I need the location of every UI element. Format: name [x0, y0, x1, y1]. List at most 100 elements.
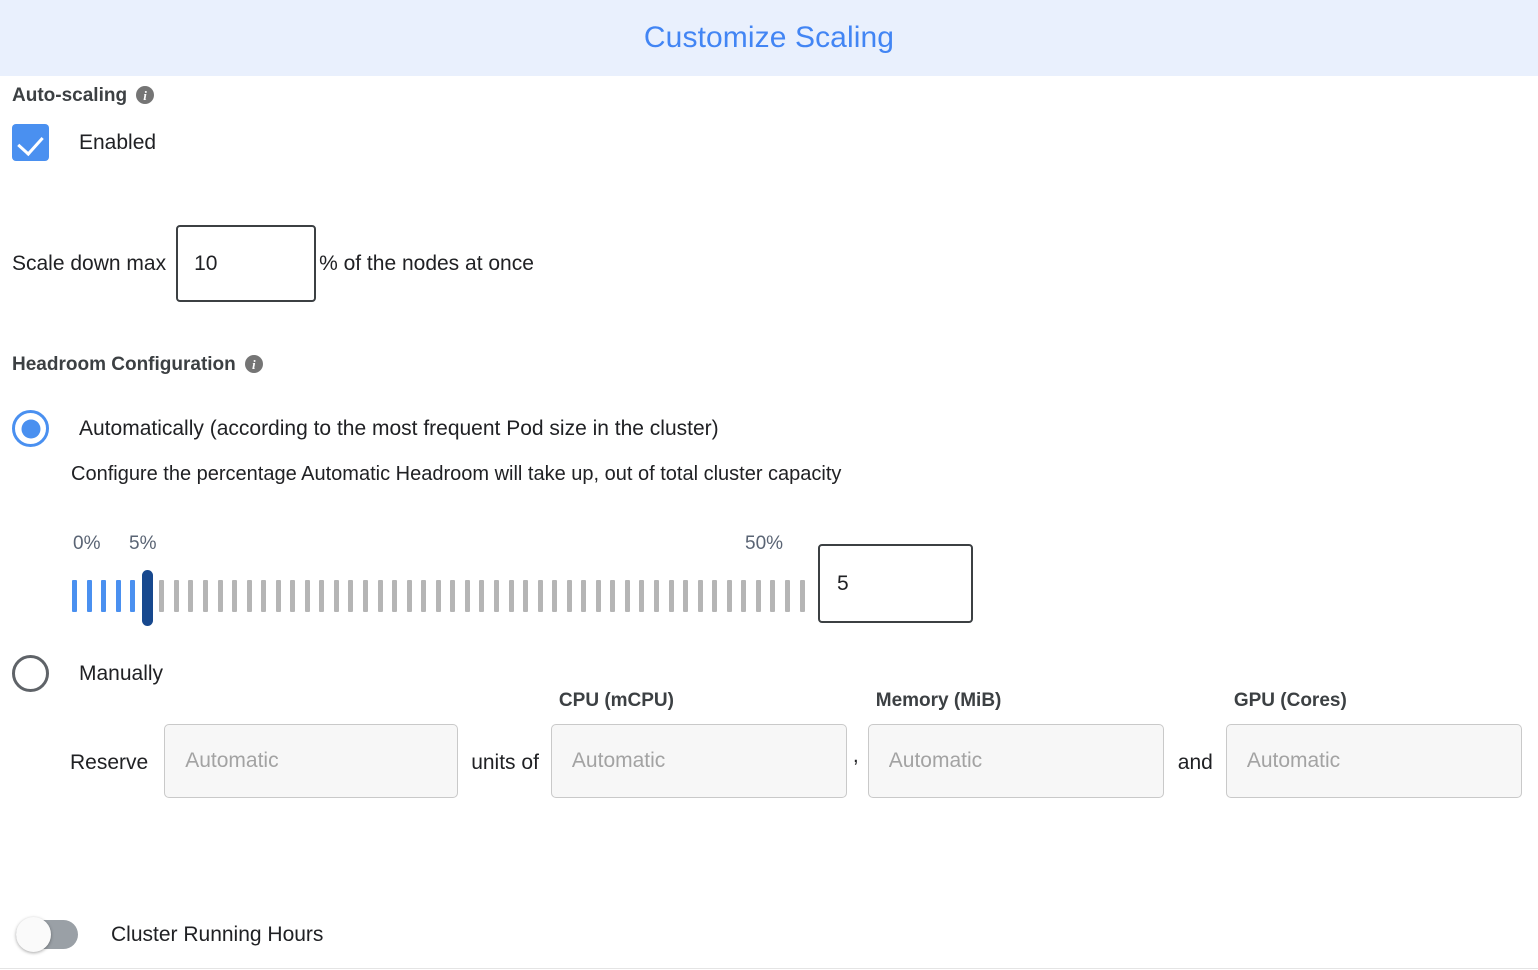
reserve-units-input[interactable] [164, 724, 459, 798]
slider-tick [86, 580, 92, 612]
memory-field-label: Memory (MiB) [875, 690, 1002, 711]
headroom-configuration-label: Headroom Configuration [12, 354, 236, 375]
enabled-checkbox-label: Enabled [79, 130, 157, 154]
scale-down-max-input[interactable] [176, 225, 317, 302]
slider-tick [741, 580, 747, 612]
radio-automatic-label: Automatically (according to the most fre… [79, 416, 719, 440]
headroom-option-automatic[interactable]: Automatically (according to the most fre… [12, 410, 719, 447]
memory-field-block: Memory (MiB) [867, 690, 1164, 798]
cpu-input[interactable] [550, 724, 847, 798]
manual-reserve-row: Reserve units of CPU (mCPU) , Memory (Mi… [70, 690, 1530, 798]
headroom-automatic-description: Configure the percentage Automatic Headr… [71, 463, 842, 485]
headroom-option-manual[interactable]: Manually [12, 655, 163, 692]
slider-tick [348, 580, 354, 612]
slider-tick [377, 580, 383, 612]
slider-tick [173, 580, 179, 612]
slider-tick [72, 580, 77, 612]
cpu-field-label: CPU (mCPU) [558, 690, 674, 711]
and-label: and [1177, 751, 1213, 774]
slider-tick [755, 580, 761, 612]
scale-down-max-row: Scale down max % of the nodes at once [12, 225, 534, 302]
slider-tick [101, 580, 107, 612]
slider-tick [261, 580, 267, 612]
slider-tick [406, 580, 412, 612]
slider-track[interactable] [72, 570, 812, 626]
slider-tick [595, 580, 601, 612]
slider-tick [450, 580, 456, 612]
slider-tick [537, 580, 543, 612]
enabled-checkbox[interactable] [12, 124, 49, 161]
slider-tick [115, 580, 121, 612]
headroom-percentage-slider[interactable]: 0% 5% 50% [72, 533, 812, 626]
memory-input[interactable] [867, 724, 1164, 798]
slider-tick [319, 580, 325, 612]
slider-tick [683, 580, 689, 612]
slider-tick [421, 580, 427, 612]
slider-max-label: 50% [745, 533, 784, 554]
scale-down-max-label: Scale down max [12, 251, 167, 275]
slider-tick [188, 580, 194, 612]
slider-min-label: 0% [73, 533, 101, 554]
slider-tick [479, 580, 485, 612]
slider-tick [493, 580, 499, 612]
radio-automatic[interactable] [12, 410, 49, 447]
slider-tick [697, 580, 703, 612]
bottom-divider [0, 968, 1538, 969]
dialog-header: Customize Scaling [0, 0, 1538, 76]
slider-tick [435, 580, 441, 612]
slider-tick [159, 580, 165, 612]
toggle-knob [16, 917, 51, 952]
slider-tick [217, 580, 223, 612]
slider-tick [363, 580, 368, 612]
slider-tick [566, 580, 572, 612]
headroom-section-header: Headroom Configuration i [12, 354, 263, 376]
slider-tick [639, 580, 645, 612]
slider-tick [246, 580, 252, 612]
reserve-units-field-block [164, 690, 459, 798]
slider-tick [581, 580, 587, 612]
gpu-field-block: GPU (Cores) [1225, 690, 1522, 798]
auto-scaling-label: Auto-scaling [12, 85, 128, 106]
slider-tick [392, 580, 398, 612]
slider-tick [290, 580, 296, 612]
info-icon[interactable]: i [136, 86, 155, 104]
comma-separator: , [852, 744, 859, 767]
slider-tick [304, 580, 310, 612]
slider-current-label: 5% [129, 533, 157, 554]
units-of-label: units of [471, 751, 539, 774]
slider-tick [799, 580, 805, 612]
slider-tick [333, 580, 339, 612]
scale-down-max-suffix: % of the nodes at once [319, 251, 534, 275]
gpu-input[interactable] [1225, 724, 1522, 798]
slider-tick [726, 580, 732, 612]
reserve-prefix-label: Reserve [70, 751, 149, 774]
slider-tick [712, 580, 718, 612]
gpu-field-label: GPU (Cores) [1233, 690, 1347, 711]
cluster-running-hours-toggle[interactable] [16, 917, 78, 952]
slider-thumb[interactable] [141, 570, 153, 626]
slider-tick [552, 580, 558, 612]
slider-tick [770, 580, 776, 612]
slider-tick [624, 580, 630, 612]
cluster-running-hours-row[interactable]: Cluster Running Hours [16, 917, 324, 952]
auto-scaling-section-header: Auto-scaling i [12, 85, 155, 107]
slider-tick [784, 580, 790, 612]
radio-manually[interactable] [12, 655, 49, 692]
cpu-field-block: CPU (mCPU) [550, 690, 847, 798]
radio-manually-label: Manually [79, 661, 164, 685]
page-title: Customize Scaling [643, 21, 895, 54]
slider-tick [275, 580, 281, 612]
auto-scaling-enabled-row[interactable]: Enabled [12, 124, 156, 161]
slider-tick [668, 580, 674, 612]
cluster-running-hours-label: Cluster Running Hours [111, 922, 324, 946]
slider-tick [523, 580, 529, 612]
slider-tick [464, 580, 470, 612]
slider-tick [202, 580, 208, 612]
slider-tick [654, 580, 659, 612]
slider-tick [130, 580, 136, 612]
headroom-percentage-input[interactable] [818, 544, 973, 623]
slider-labels: 0% 5% 50% [72, 533, 812, 559]
info-icon[interactable]: i [244, 355, 263, 373]
slider-tick [232, 580, 238, 612]
slider-tick [508, 580, 514, 612]
